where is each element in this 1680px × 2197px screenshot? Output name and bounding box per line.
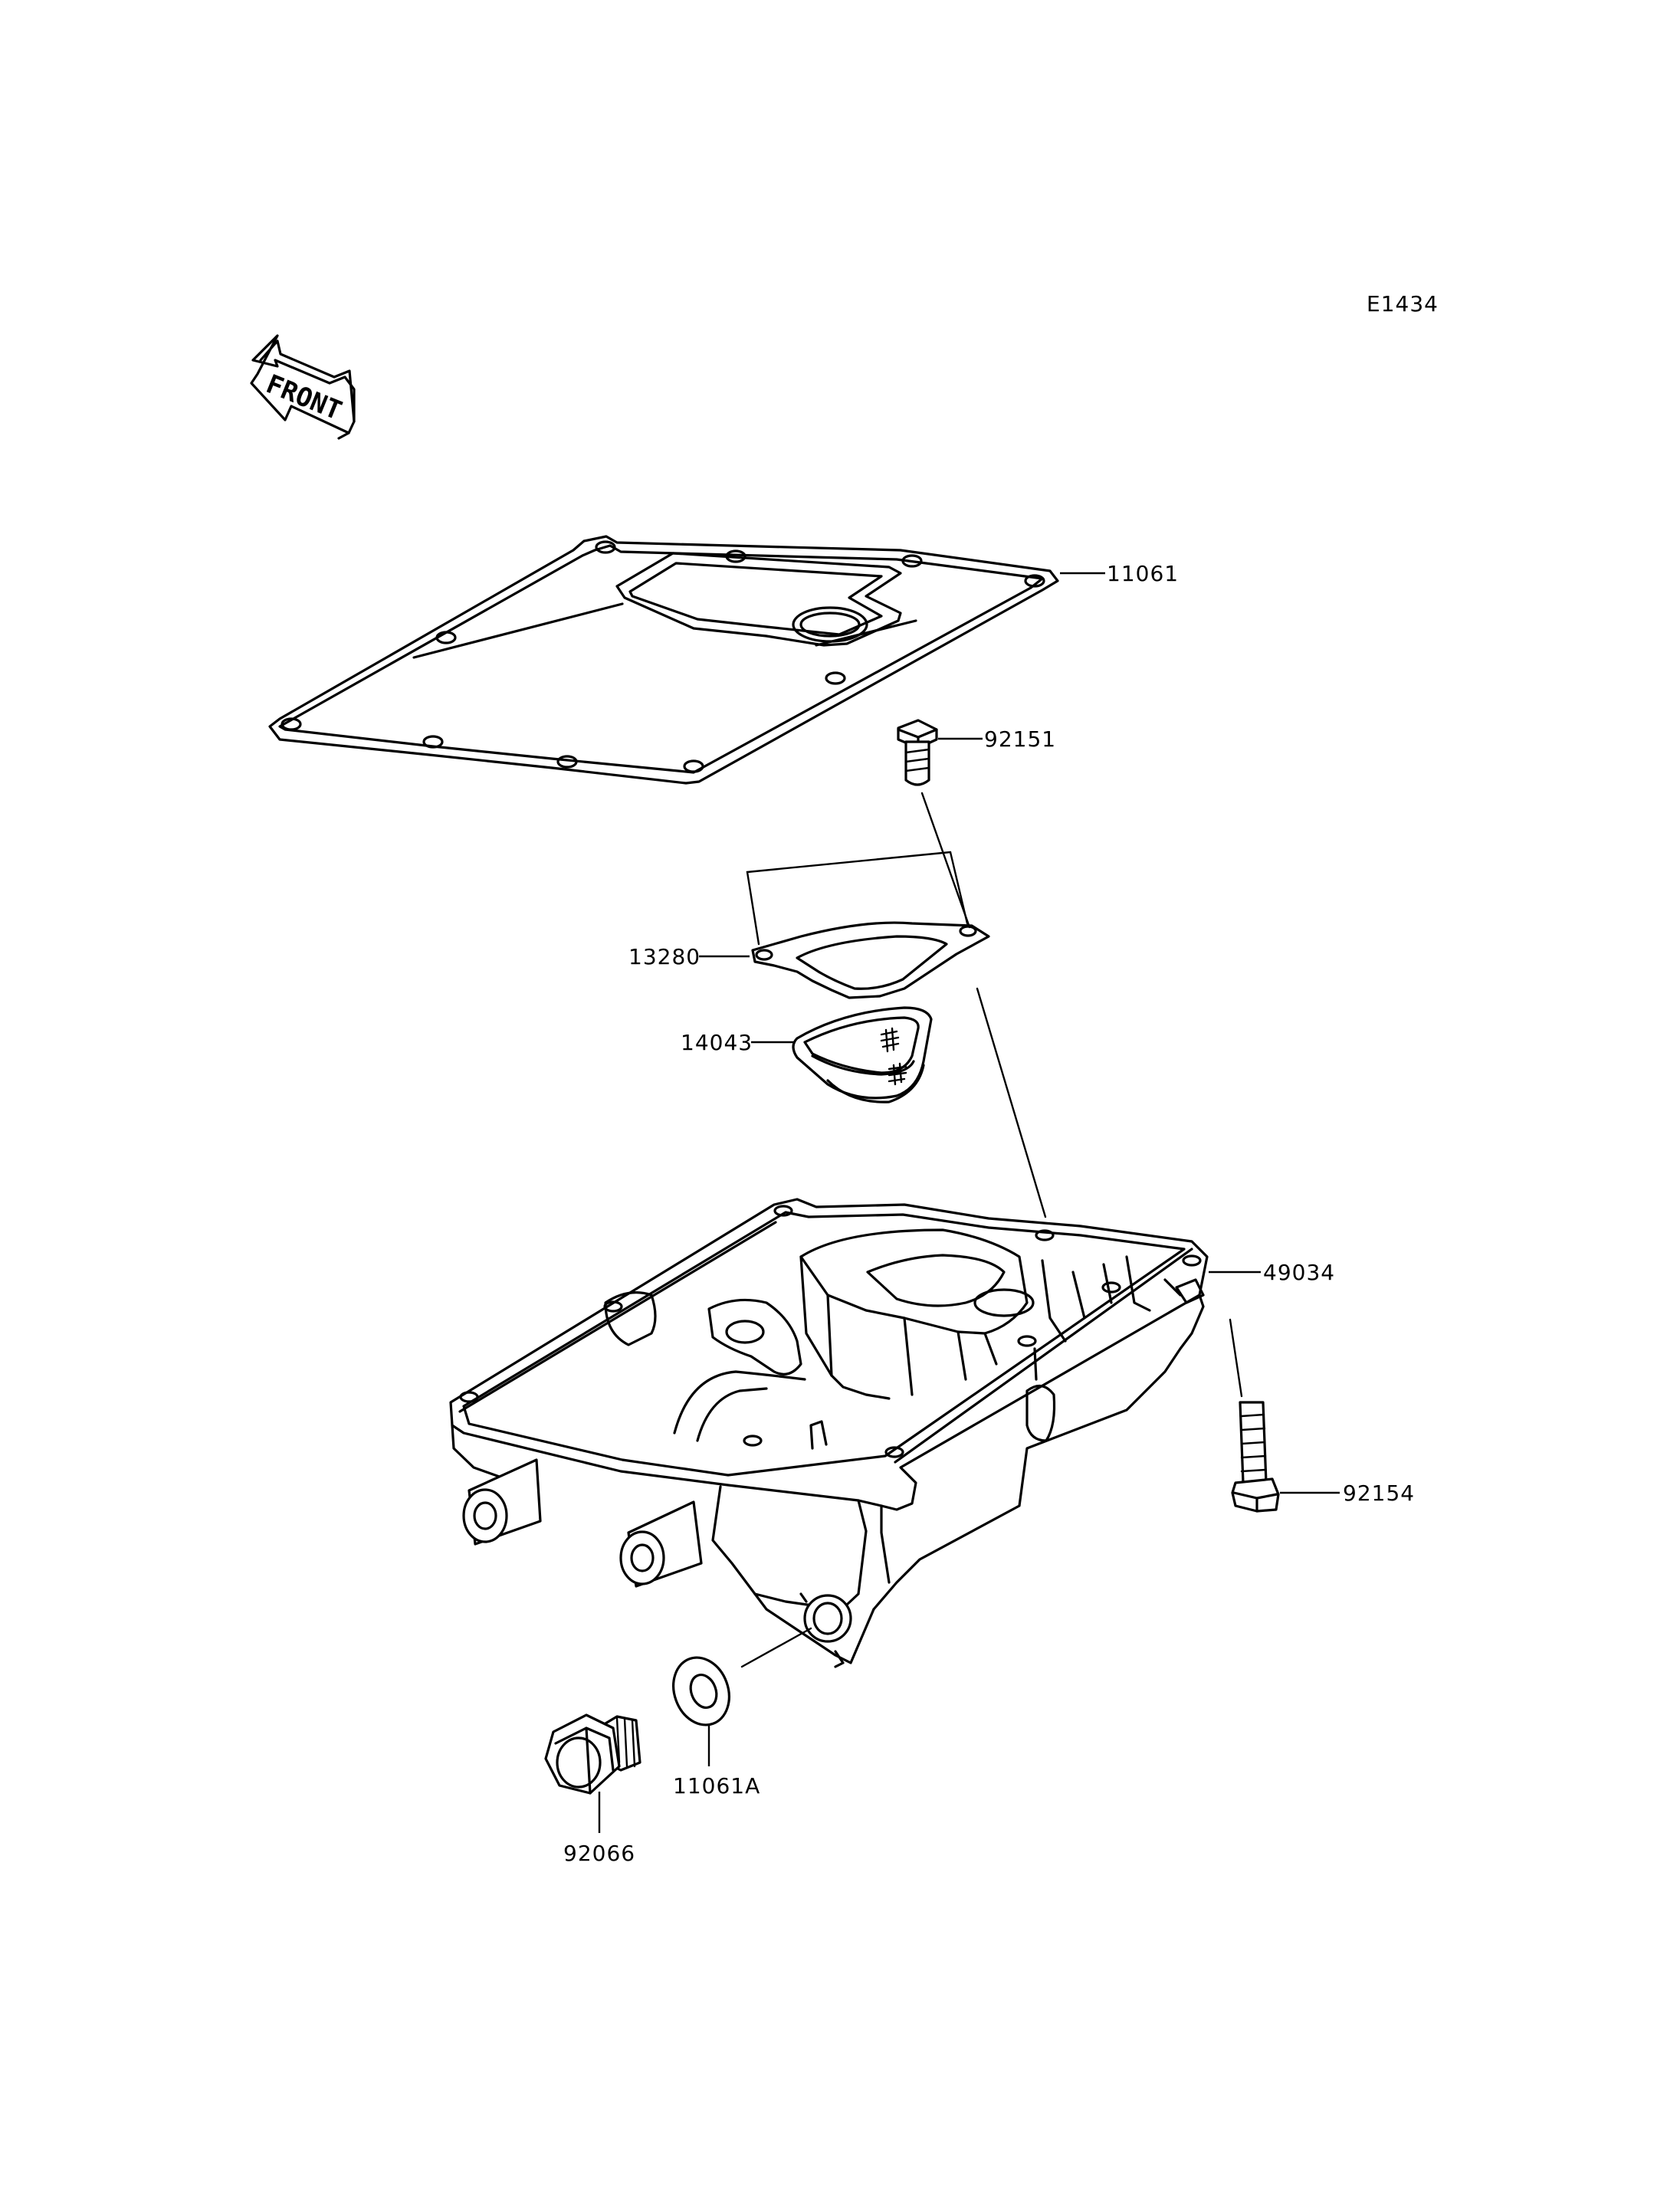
drain-plug: [544, 1713, 641, 1795]
drain-plug-washer: [672, 1656, 730, 1726]
part-label-13280: 13280: [628, 944, 701, 969]
oil-tube-right: [619, 1500, 703, 1588]
part-label-92151: 92151: [984, 726, 1056, 752]
part-label-49034: 49034: [1263, 1260, 1335, 1285]
part-label-11061A: 11061A: [673, 1773, 760, 1799]
oil-strainer: [792, 1006, 933, 1103]
oil-pan-bolt: [1231, 1401, 1280, 1513]
part-label-11061: 11061: [1107, 561, 1179, 586]
oil-pan: [449, 1198, 1209, 1668]
strainer-bolt: [897, 719, 938, 786]
front-arrow-icon: FRONT: [250, 334, 356, 440]
diagram-code: E1434: [1367, 291, 1439, 316]
oil-pan-gasket: [268, 535, 1059, 785]
part-label-92066: 92066: [563, 1841, 635, 1866]
strainer-plate: [751, 921, 990, 999]
oil-tube-left: [462, 1458, 542, 1546]
part-label-92154: 92154: [1343, 1481, 1415, 1506]
part-label-14043: 14043: [681, 1030, 753, 1055]
